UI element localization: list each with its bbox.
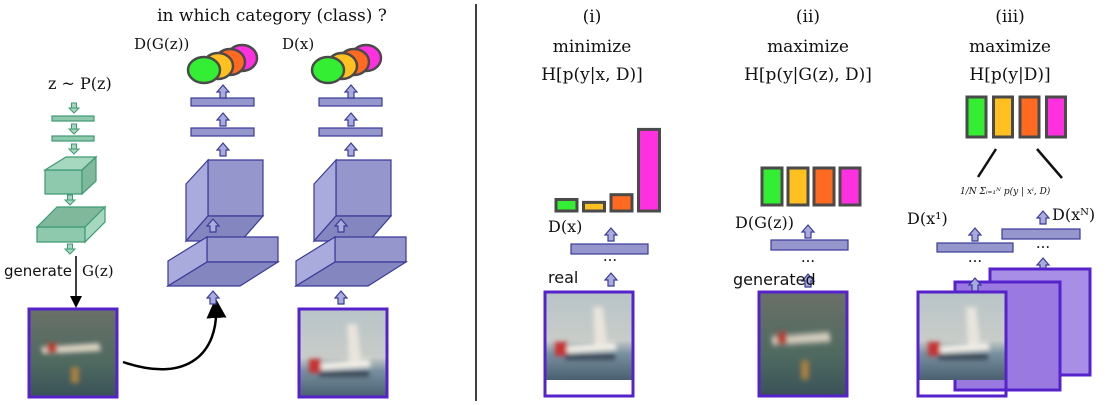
generated-image [27,307,119,399]
panel-ii-output-label: D(G(z)) [735,213,794,232]
discriminator-generated [167,84,279,305]
panel-ii-input-label: generated [733,270,816,289]
panel-i-numeral: (i) [583,7,602,27]
class-2-bar [992,95,1014,139]
class-4-bar [1045,95,1067,139]
question-title: in which category (class) ? [157,6,387,26]
panel-iii-entropy: H[p(y|D)] [969,65,1050,85]
panel-iii-layer-1 [936,242,1014,253]
panel-i-input-label: real [548,268,578,287]
class-2-bar [786,166,810,207]
panel-ii-class-bars [760,166,862,207]
panel-ii-ellipsis: ··· [801,252,815,270]
panel-ii-objective: maximize [767,37,849,57]
panel-i-class-bars [554,127,661,213]
dgz-label: D(G(z)) [134,35,189,53]
panel-i-layer [570,243,649,255]
panel-iii-output-label-n: D(xᴺ) [1052,205,1095,224]
z-prior-label: z ~ P(z) [48,74,112,93]
panel-ii-generated-image [757,290,849,398]
class-4-bar [637,127,661,213]
panel-i-real-image [543,290,635,398]
panel-iii-real-image [916,290,1008,398]
panel-iii-ellipsis-1: ··· [968,252,982,270]
panel-iii-layer-n [1001,228,1081,240]
panel-iii-output-label-1: D(x¹) [907,209,948,228]
panel-ii-numeral: (ii) [796,7,820,27]
panel-i-output-label: D(x) [548,217,582,236]
generate-label: generate [4,262,72,280]
panel-ii-entropy: H[p(y|G(z), D)] [744,65,872,85]
gz-label: G(z) [82,262,114,280]
class-1-bar [554,197,579,213]
average-line-left [976,148,998,178]
panel-iii-class-bars [965,95,1067,139]
panel-i-entropy: H[p(y|x, D)] [541,65,643,85]
class-3-bar [1018,95,1041,139]
class-4-bar [838,166,862,207]
average-line-right [1036,148,1063,179]
dx-label: D(x) [282,35,314,53]
class-2-bar [582,200,606,213]
panel-ii-layer [770,239,849,251]
panel-iii-ellipsis-n: ··· [1036,238,1050,256]
marginal-formula: 1/N Σᵢ₌₁ᴺ p(y | xⁱ, D) [960,186,1051,197]
discriminator-real [295,84,407,305]
panel-iii-numeral: (iii) [995,7,1025,27]
class-3-bar [812,166,836,207]
feed-generated-arrow [122,298,227,371]
class-3-bar [609,193,634,213]
panel-iii-objective: maximize [969,37,1051,57]
panel-i-ellipsis: ··· [603,251,617,269]
generator-network [35,102,107,255]
panel-i-objective: minimize [553,37,632,57]
class-probability-circles-generated [186,43,259,85]
real-image [297,307,389,399]
class-probability-circles-real [310,43,383,85]
class-1-bar [760,166,784,207]
class-1-bar [965,95,988,139]
